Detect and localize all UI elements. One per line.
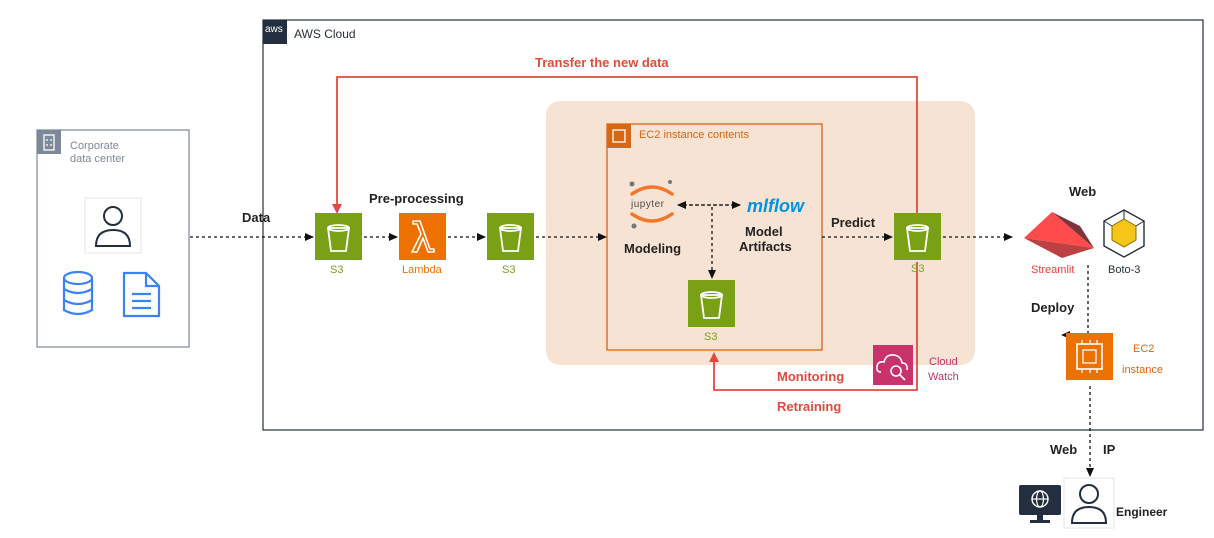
streamlit-label: Streamlit bbox=[1031, 264, 1075, 276]
s3-bucket-icon bbox=[894, 213, 941, 260]
s3-label: S3 bbox=[911, 263, 925, 275]
streamlit-icon bbox=[1024, 212, 1094, 258]
aws-badge-text: aws bbox=[265, 24, 283, 35]
datacenter-title-line2: data center bbox=[70, 153, 126, 165]
jupyter-logo-text: jupyter bbox=[631, 199, 665, 210]
mlflow-logo-text: mlflow bbox=[747, 196, 804, 216]
ec2-contents-title: EC2 instance contents bbox=[639, 129, 750, 141]
lambda-icon bbox=[399, 213, 446, 260]
edge-label-preprocessing: Pre-processing bbox=[369, 191, 464, 206]
cloudwatch-label-line1: Cloud bbox=[929, 356, 958, 368]
model-artifacts-line1: Model bbox=[745, 224, 783, 239]
boto3-label: Boto-3 bbox=[1108, 264, 1141, 276]
edge-retraining bbox=[709, 262, 918, 391]
chip-icon bbox=[612, 129, 626, 143]
lambda-label: Lambda bbox=[402, 264, 442, 276]
document-icon bbox=[122, 271, 161, 318]
engineer-user-icon bbox=[1070, 484, 1108, 524]
s3-label: S3 bbox=[704, 331, 718, 343]
s3-label: S3 bbox=[330, 264, 344, 276]
aws-logo-icon bbox=[263, 20, 287, 44]
building-icon bbox=[43, 134, 55, 151]
cloudwatch-icon bbox=[873, 345, 913, 385]
edge-label-ip: IP bbox=[1103, 442, 1116, 457]
model-artifacts-line2: Artifacts bbox=[739, 239, 792, 254]
modeling-label: Modeling bbox=[624, 241, 682, 256]
edge-label-transfer: Transfer the new data bbox=[535, 55, 669, 70]
s3-label: S3 bbox=[502, 264, 516, 276]
cloudwatch-label-line2: Watch bbox=[928, 371, 959, 383]
jupyter-icon bbox=[629, 180, 674, 229]
edge-label-monitoring: Monitoring bbox=[777, 369, 845, 384]
edge-label-data: Data bbox=[242, 210, 271, 225]
data-flow-edges bbox=[190, 201, 1094, 477]
boto3-icon bbox=[1103, 209, 1145, 258]
s3-bucket-icon bbox=[487, 213, 534, 260]
edge-label-predict: Predict bbox=[831, 215, 876, 230]
datacenter-title-line1: Corporate bbox=[70, 140, 119, 152]
edge-transfer-new-data bbox=[332, 76, 918, 217]
engineer-label: Engineer bbox=[1116, 505, 1168, 519]
aws-cloud-title: AWS Cloud bbox=[294, 27, 356, 41]
edge-label-retraining: Retraining bbox=[777, 399, 842, 414]
aws-cloud-group bbox=[262, 19, 1204, 431]
edge-label-deploy: Deploy bbox=[1031, 300, 1075, 315]
datacenter-group bbox=[36, 129, 190, 348]
ec2-instance-label-line2: instance bbox=[1122, 364, 1163, 376]
ec2-shaded-group bbox=[546, 101, 975, 365]
edge-label-web-top: Web bbox=[1069, 184, 1097, 199]
database-icon bbox=[62, 270, 94, 316]
monitor-globe-icon bbox=[1019, 485, 1061, 523]
s3-bucket-icon bbox=[315, 213, 362, 260]
ec2-contents-icon-bg bbox=[607, 124, 631, 148]
user-icon bbox=[94, 206, 132, 247]
ec2-instance-icon bbox=[1066, 333, 1113, 380]
edge-label-web-bottom: Web bbox=[1050, 442, 1078, 457]
s3-bucket-icon bbox=[688, 280, 735, 327]
ec2-instance-label-line1: EC2 bbox=[1133, 343, 1155, 355]
